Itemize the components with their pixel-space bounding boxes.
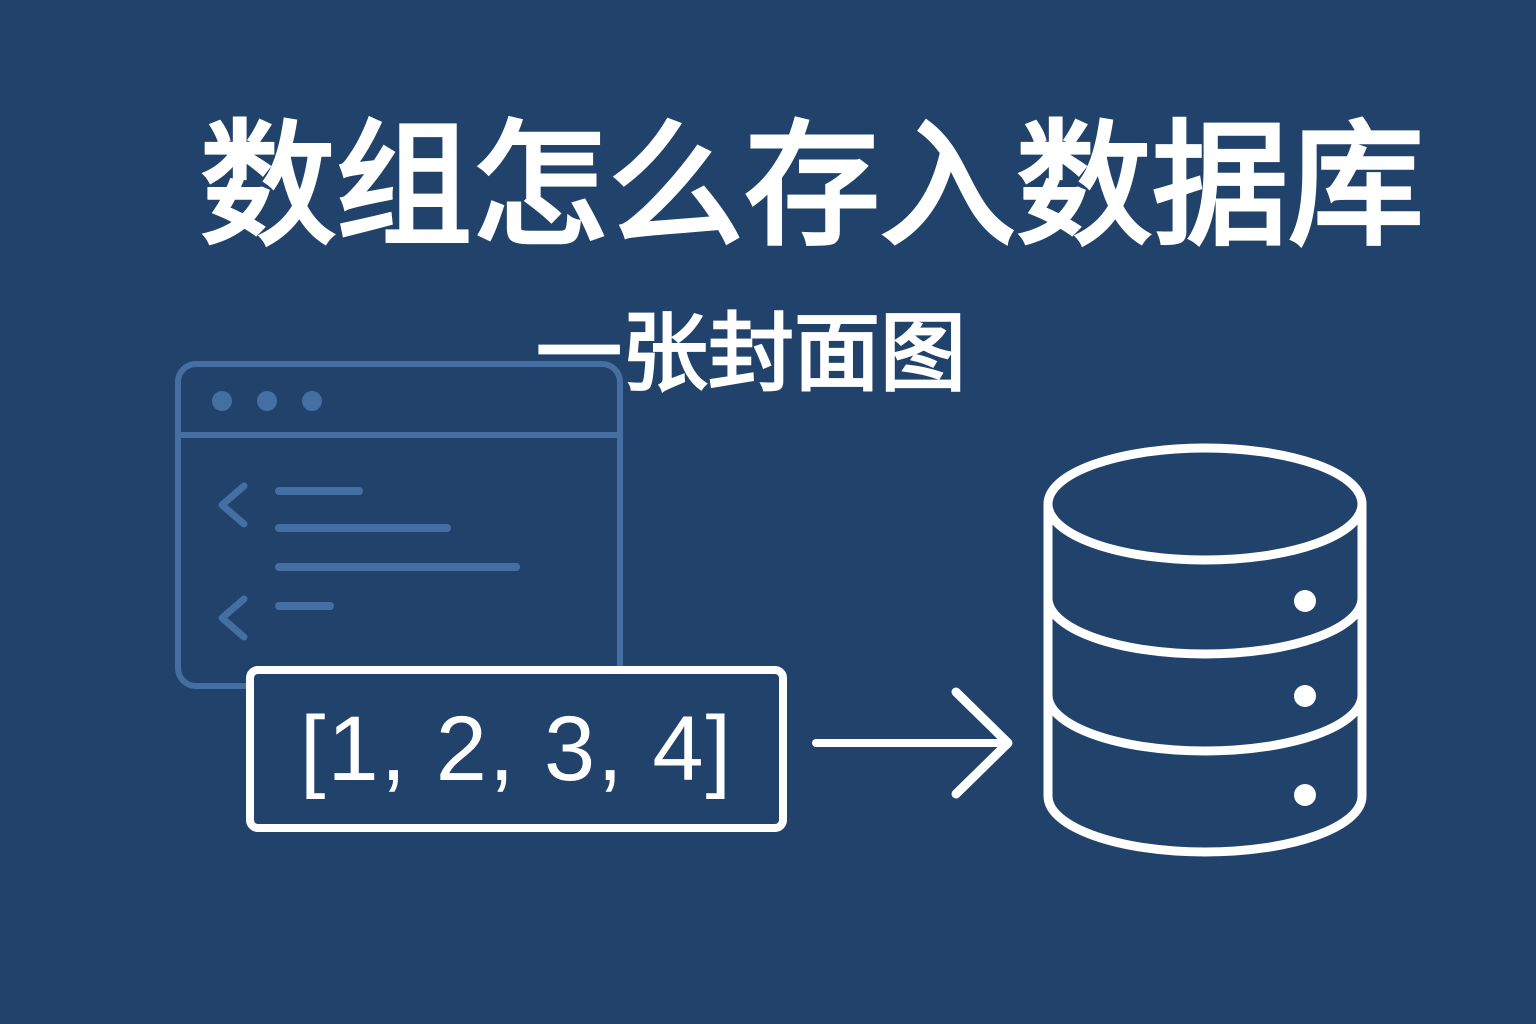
main-title: 数组怎么存入数据库 — [200, 108, 1424, 266]
database-icon — [1043, 443, 1367, 857]
code-window-icon — [175, 361, 623, 689]
right-arrow-icon — [812, 687, 1013, 799]
array-example-box: [1, 2, 3, 4] — [246, 666, 787, 832]
subtitle: 一张封面图 — [536, 304, 966, 404]
array-example-text: [1, 2, 3, 4] — [299, 698, 734, 800]
